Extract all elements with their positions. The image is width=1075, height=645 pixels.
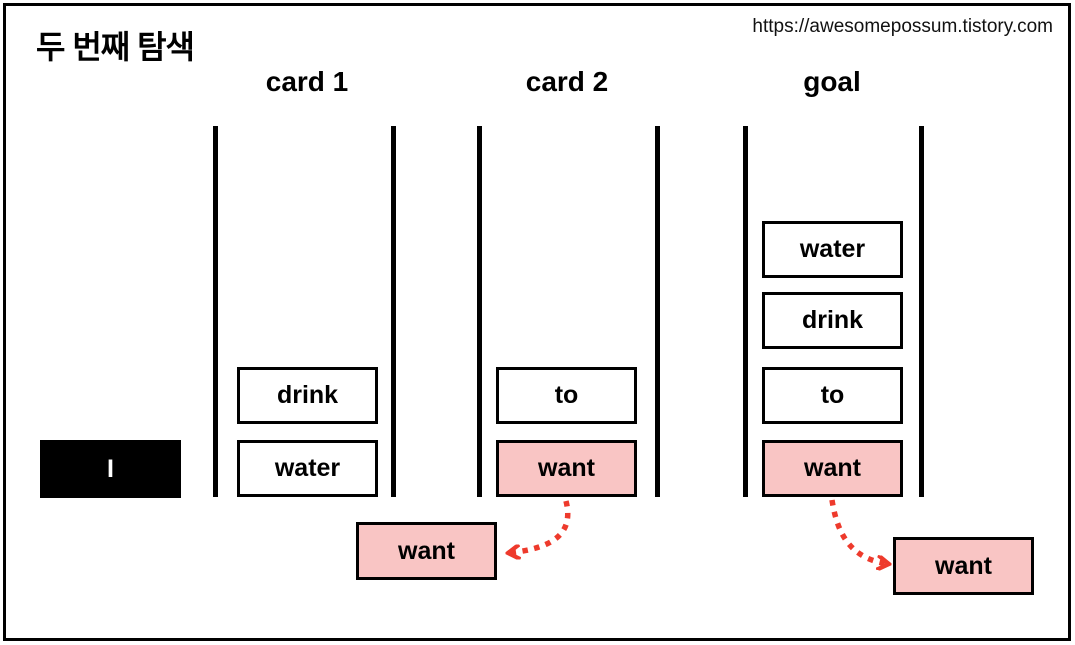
stack-item-box: water [762,221,903,278]
stack-item-box: water [237,440,378,497]
page-title: 두 번째 탐색 [36,29,195,65]
stack-wall-card2-right [655,126,660,497]
popped-card-box: want [356,522,497,580]
stack-item-box-highlighted: want [762,440,903,497]
stack-label-card2: card 2 [525,66,609,97]
stack-item-box: to [762,367,903,424]
popped-card-box: want [893,537,1034,595]
stack-item-box: drink [762,292,903,349]
stack-label-goal: goal [803,66,861,97]
stack-wall-card1-right [391,126,396,497]
stack-wall-goal-left [743,126,748,497]
watermark-url: https://awesomepossum.tistory.com [752,16,1053,37]
stack-item-box: drink [237,367,378,424]
stack-item-box: to [496,367,637,424]
cursor-box: I [40,440,181,498]
stack-wall-card1-left [213,126,218,497]
stack-item-box-highlighted: want [496,440,637,497]
outer-frame [3,3,1071,641]
stack-wall-goal-right [919,126,924,497]
stack-wall-card2-left [477,126,482,497]
stack-label-card1: card 1 [265,66,349,97]
